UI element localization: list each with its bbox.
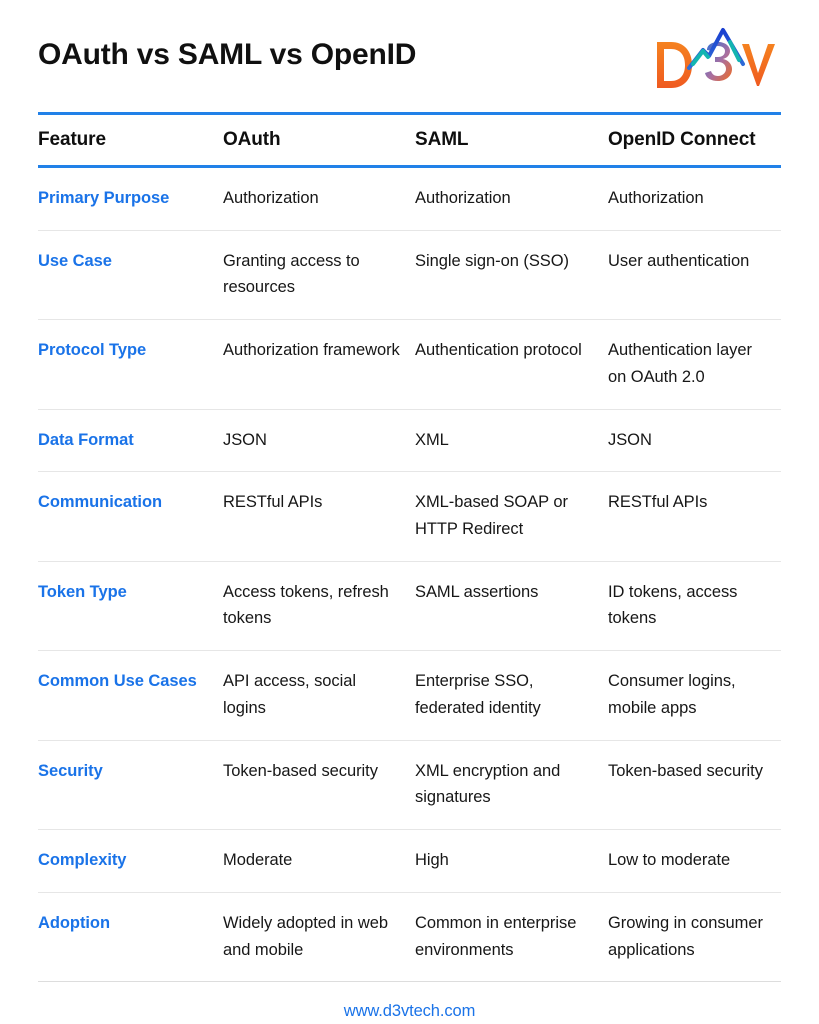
row-label: Protocol Type <box>38 319 223 410</box>
cell-oidc: Authentication layer on OAuth 2.0 <box>608 319 781 410</box>
website-link[interactable]: www.d3vtech.com <box>343 1002 476 1021</box>
cell-saml: Authentication protocol <box>415 319 608 410</box>
table-row: Adoption Widely adopted in web and mobil… <box>38 892 781 983</box>
row-label: Security <box>38 740 223 831</box>
row-label: Data Format <box>38 409 223 473</box>
cell-saml: Common in enterprise environments <box>415 892 608 983</box>
header-row: Feature OAuth SAML OpenID Connect <box>38 112 781 168</box>
page-footer: www.d3vtech.com <box>38 1002 781 1021</box>
table-row: Token Type Access tokens, refresh tokens… <box>38 561 781 652</box>
cell-oidc: Consumer logins, mobile apps <box>608 650 781 741</box>
table-row: Protocol Type Authorization framework Au… <box>38 319 781 410</box>
column-header-oauth: OAuth <box>223 112 415 168</box>
table-row: Use Case Granting access to resources Si… <box>38 230 781 321</box>
cell-saml: XML encryption and signatures <box>415 740 608 831</box>
cell-oauth: Access tokens, refresh tokens <box>223 561 415 652</box>
row-label: Common Use Cases <box>38 650 223 741</box>
cell-saml: Enterprise SSO, federated identity <box>415 650 608 741</box>
row-label: Communication <box>38 471 223 562</box>
cell-oidc: Low to moderate <box>608 829 781 893</box>
cell-oidc: Token-based security <box>608 740 781 831</box>
cell-oauth: Widely adopted in web and mobile <box>223 892 415 983</box>
cell-oidc: Authorization <box>608 166 781 231</box>
cell-oidc: User authentication <box>608 230 781 321</box>
table-row: Common Use Cases API access, social logi… <box>38 650 781 741</box>
table-header: Feature OAuth SAML OpenID Connect <box>38 112 781 168</box>
cell-oauth: JSON <box>223 409 415 473</box>
column-header-openid-connect: OpenID Connect <box>608 112 781 168</box>
cell-saml: SAML assertions <box>415 561 608 652</box>
cell-oidc: JSON <box>608 409 781 473</box>
cell-oauth: Granting access to resources <box>223 230 415 321</box>
cell-oauth: Token-based security <box>223 740 415 831</box>
comparison-table: Feature OAuth SAML OpenID Connect Primar… <box>38 112 781 983</box>
column-header-feature: Feature <box>38 112 223 168</box>
table-row: Communication RESTful APIs XML-based SOA… <box>38 471 781 562</box>
cell-oidc: Growing in consumer applications <box>608 892 781 983</box>
table-row: Complexity Moderate High Low to moderate <box>38 829 781 893</box>
page-header: OAuth vs SAML vs OpenID <box>38 0 781 112</box>
cell-oauth: Authorization framework <box>223 319 415 410</box>
table-row: Security Token-based security XML encryp… <box>38 740 781 831</box>
row-label: Complexity <box>38 829 223 893</box>
row-label: Adoption <box>38 892 223 983</box>
table-body: Primary Purpose Authorization Authorizat… <box>38 166 781 983</box>
row-label: Use Case <box>38 230 223 321</box>
cell-saml: XML-based SOAP or HTTP Redirect <box>415 471 608 562</box>
cell-saml: High <box>415 829 608 893</box>
row-label: Primary Purpose <box>38 166 223 231</box>
cell-oauth: Moderate <box>223 829 415 893</box>
column-header-saml: SAML <box>415 112 608 168</box>
cell-oauth: RESTful APIs <box>223 471 415 562</box>
table-row: Primary Purpose Authorization Authorizat… <box>38 166 781 231</box>
cell-saml: Single sign-on (SSO) <box>415 230 608 321</box>
cell-oauth: Authorization <box>223 166 415 231</box>
cell-saml: Authorization <box>415 166 608 231</box>
d3v-logo <box>649 20 781 94</box>
row-label: Token Type <box>38 561 223 652</box>
table-row: Data Format JSON XML JSON <box>38 409 781 473</box>
cell-saml: XML <box>415 409 608 473</box>
cell-oidc: ID tokens, access tokens <box>608 561 781 652</box>
cell-oauth: API access, social logins <box>223 650 415 741</box>
page-title: OAuth vs SAML vs OpenID <box>38 38 417 71</box>
cell-oidc: RESTful APIs <box>608 471 781 562</box>
